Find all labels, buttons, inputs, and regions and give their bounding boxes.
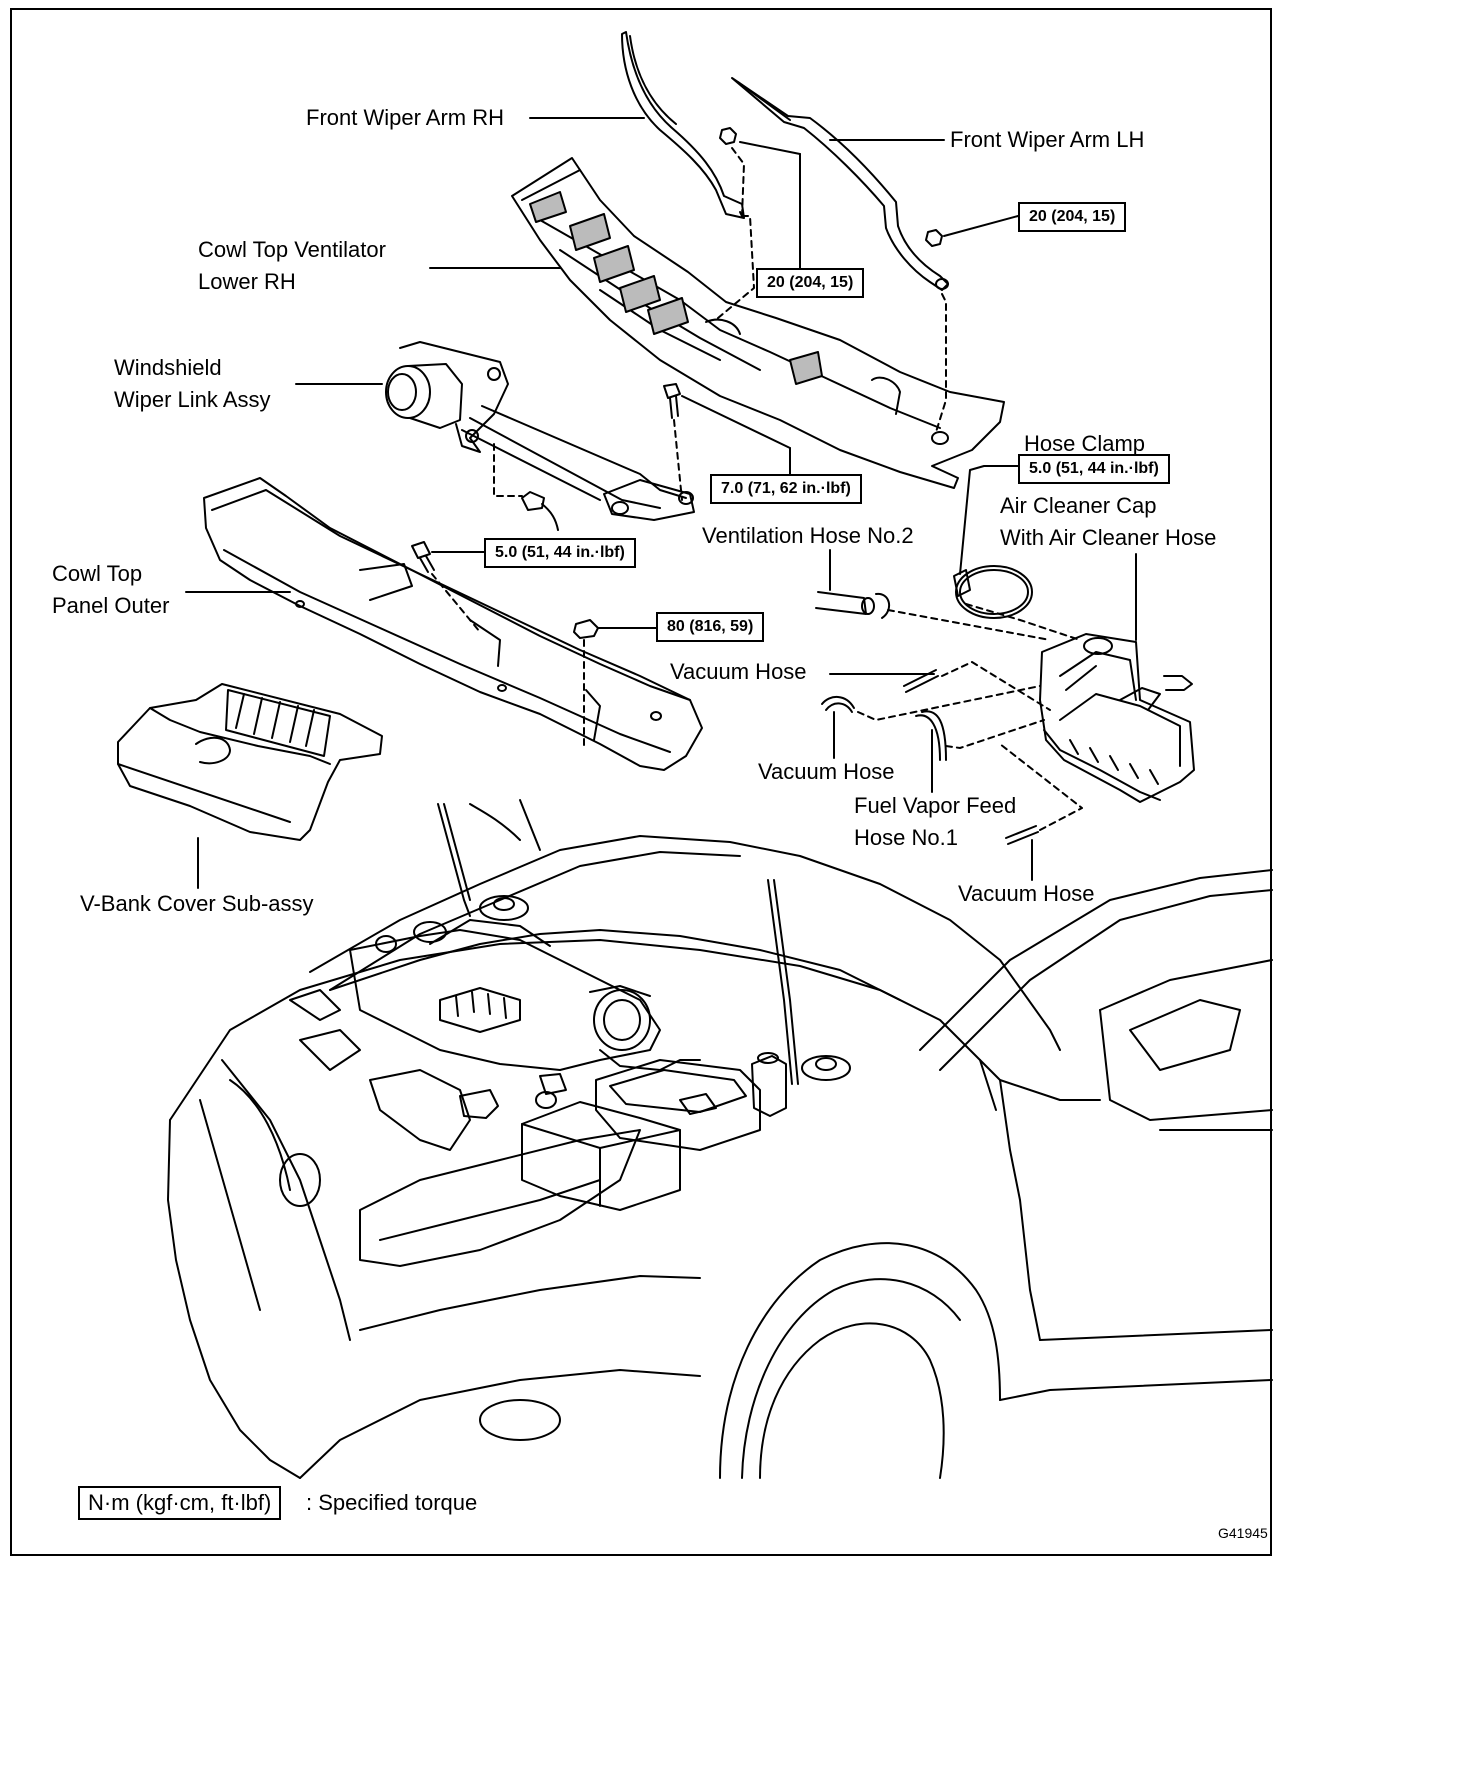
label-cowl-top-panel-line2: Panel Outer bbox=[52, 593, 170, 618]
wiper-nut-rh bbox=[719, 127, 737, 145]
label-front-wiper-arm-lh: Front Wiper Arm LH bbox=[950, 127, 1145, 152]
label-cowl-top-ventilator-line2: Lower RH bbox=[198, 269, 296, 294]
torque-cowl-panel-nut: 80 (816, 59) bbox=[656, 612, 765, 642]
wiper-link-bolt bbox=[663, 383, 681, 419]
v-bank-cover-drawing bbox=[117, 683, 383, 841]
label-front-wiper-arm-rh: Front Wiper Arm RH bbox=[306, 105, 505, 130]
label-ventilation-hose: Ventilation Hose No.2 bbox=[702, 523, 914, 548]
windshield-wiper-link-drawing bbox=[385, 341, 695, 521]
legend-description: : Specified torque bbox=[306, 1490, 478, 1515]
torque-cowl-panel-bolt: 5.0 (51, 44 in.·lbf) bbox=[484, 538, 636, 568]
vacuum-hose-1-drawing bbox=[903, 669, 939, 693]
ventilation-hose-drawing bbox=[815, 591, 891, 619]
engine-bay-drawing bbox=[289, 803, 901, 1211]
label-vacuum-hose-1: Vacuum Hose bbox=[670, 659, 807, 684]
torque-wiper-lh-nut: 20 (204, 15) bbox=[1018, 202, 1127, 232]
label-fuel-vapor-line2: Hose No.1 bbox=[854, 825, 958, 850]
hose-clamp-drawing bbox=[953, 565, 1033, 619]
front-wiper-arm-rh-drawing bbox=[621, 31, 745, 219]
label-cowl-top-panel-line1: Cowl Top bbox=[52, 561, 143, 586]
wiper-nut-lh bbox=[925, 229, 943, 247]
label-air-cleaner-line1: Air Cleaner Cap bbox=[1000, 493, 1157, 518]
label-v-bank-cover: V-Bank Cover Sub-assy bbox=[80, 891, 314, 916]
label-air-cleaner-line2: With Air Cleaner Hose bbox=[1000, 525, 1217, 550]
label-fuel-vapor-line1: Fuel Vapor Feed bbox=[854, 793, 1017, 818]
torque-wiper-rh-nut: 20 (204, 15) bbox=[756, 268, 865, 298]
front-wiper-arm-lh-drawing bbox=[731, 77, 949, 291]
label-windshield-wiper-line1: Windshield bbox=[114, 355, 222, 380]
cowl-panel-bolt bbox=[411, 541, 435, 573]
air-cleaner-cap-drawing bbox=[1039, 633, 1195, 803]
vacuum-hose-3-drawing bbox=[1005, 825, 1039, 845]
torque-hose-clamp: 5.0 (51, 44 in.·lbf) bbox=[1018, 454, 1170, 484]
label-vacuum-hose-3: Vacuum Hose bbox=[958, 881, 1095, 906]
torque-wiper-link-bolt: 7.0 (71, 62 in.·lbf) bbox=[710, 474, 862, 504]
fuel-vapor-hose-drawing bbox=[915, 710, 947, 761]
cowl-top-panel-outer-drawing bbox=[203, 477, 703, 771]
label-hose-clamp: Hose Clamp bbox=[1024, 431, 1146, 456]
diagram-frame bbox=[10, 8, 1272, 1556]
label-cowl-top-ventilator-line1: Cowl Top Ventilator bbox=[198, 237, 386, 262]
cowl-panel-nut bbox=[573, 619, 599, 639]
exploded-view-illustration bbox=[117, 31, 1273, 1479]
cowl-top-ventilator-drawing bbox=[511, 157, 1005, 489]
figure-id: G41945 bbox=[1218, 1525, 1268, 1541]
label-windshield-wiper-line2: Wiper Link Assy bbox=[114, 387, 271, 412]
vacuum-hose-2-drawing bbox=[821, 696, 855, 713]
legend-unit-box: N·m (kgf·cm, ft·lbf) bbox=[78, 1486, 282, 1520]
vehicle-body-drawing bbox=[167, 835, 1273, 1479]
label-vacuum-hose-2: Vacuum Hose bbox=[758, 759, 895, 784]
